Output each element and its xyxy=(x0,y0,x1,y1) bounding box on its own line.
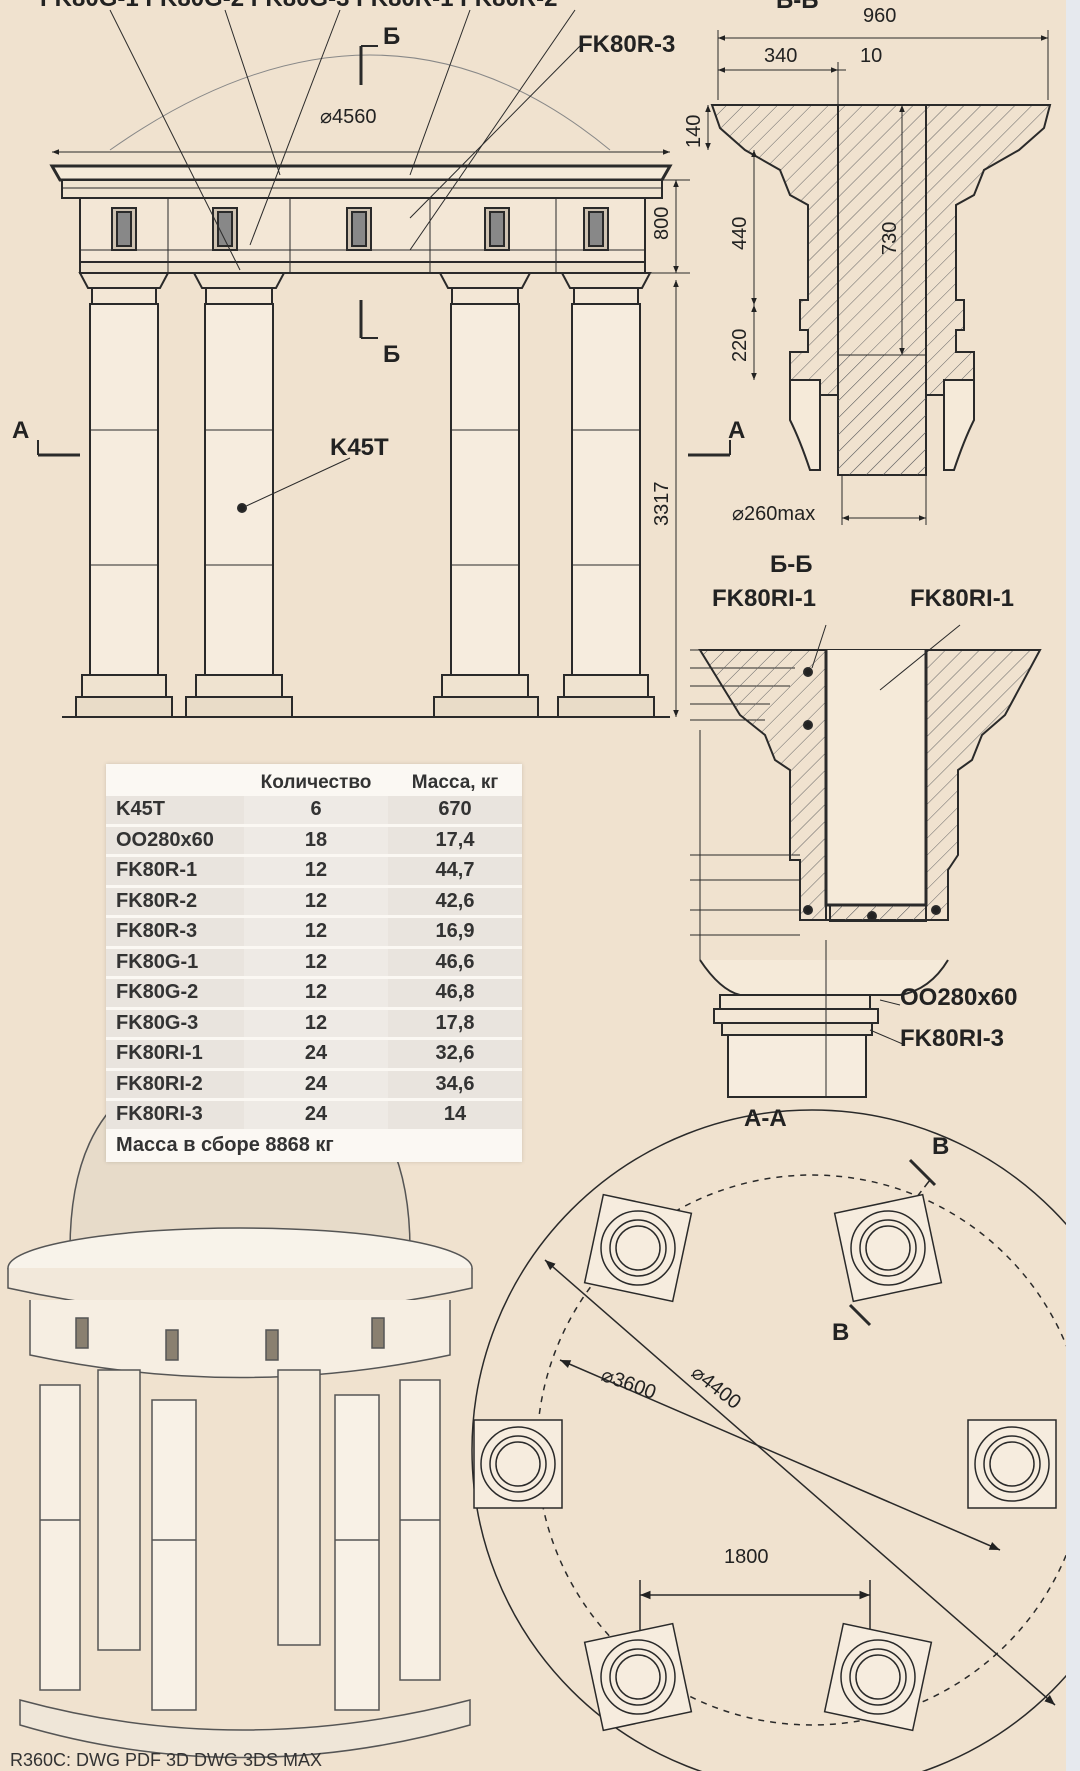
section-bb-top xyxy=(705,30,1052,525)
label-fk80ri1-left: FK80RI-1 xyxy=(712,585,816,612)
column-4 xyxy=(557,272,655,718)
col-qty: Количество xyxy=(260,772,372,793)
dim-10: 10 xyxy=(860,45,882,67)
section-mark-b-top: Б xyxy=(383,23,400,50)
footer-caption: R360C: DWG PDF 3D DWG 3DS MAX xyxy=(10,1750,323,1770)
col-mass: Масса, кг xyxy=(411,772,499,793)
page-edge-strip xyxy=(1066,0,1080,1771)
plan-column-5 xyxy=(583,1622,693,1732)
dim-140: 140 xyxy=(683,115,705,148)
plan-mark-b-top: В xyxy=(932,1133,949,1160)
top-cut-labels: FK80G-1 FK80G-2 FK80G-3 FK80R-1 FK80R-2 xyxy=(40,0,557,12)
column-3 xyxy=(433,272,539,718)
dim-height-800: 800 xyxy=(651,207,673,240)
dim-4400: ⌀4400 xyxy=(687,1362,745,1414)
section-bb-lower-title: Б-Б xyxy=(770,551,813,578)
section-mark-a-right: А xyxy=(728,417,745,444)
plan-column-2 xyxy=(833,1193,943,1303)
label-k45t: K45T xyxy=(330,434,389,461)
dim-height-3317: 3317 xyxy=(651,482,673,527)
plan-aa-title: А-А xyxy=(744,1105,787,1132)
label-fk80ri3: FK80RI-3 xyxy=(900,1025,1004,1052)
col-name xyxy=(106,770,244,796)
section-mark-a-left: А xyxy=(12,417,29,444)
dim-730: 730 xyxy=(879,222,901,255)
plan-column-6 xyxy=(823,1622,933,1732)
plan-column-1 xyxy=(583,1193,693,1303)
section-bb-top-title: Б-Б xyxy=(776,0,819,14)
dim-340: 340 xyxy=(764,45,797,67)
column-1 xyxy=(75,272,173,718)
plan-column-3 xyxy=(473,1419,563,1509)
total-mass: Масса в сборе 8868 кг xyxy=(116,1133,334,1156)
rotunda-3d-view xyxy=(7,1059,473,1759)
plan-aa xyxy=(471,1109,1066,1771)
dim-1800: 1800 xyxy=(724,1546,769,1568)
dim-3600: ⌀3600 xyxy=(598,1364,659,1404)
plan-mark-b-bottom: В xyxy=(832,1319,849,1346)
dim-960: 960 xyxy=(863,5,896,27)
plan-column-4 xyxy=(967,1419,1057,1509)
dim-260max: ⌀260max xyxy=(732,503,815,525)
label-fk80ri1-right: FK80RI-1 xyxy=(910,585,1014,612)
dim-220: 220 xyxy=(729,329,751,362)
section-bb-lower xyxy=(690,624,1042,1098)
front-elevation xyxy=(37,9,731,718)
dim-diameter-4560: ⌀4560 xyxy=(320,106,377,128)
dim-440: 440 xyxy=(729,217,751,250)
label-fk80r3: FK80R-3 xyxy=(578,31,675,58)
label-oo280x60: OO280x60 xyxy=(900,984,1017,1011)
column-2 xyxy=(185,272,293,718)
section-mark-b-bottom: Б xyxy=(383,341,400,368)
